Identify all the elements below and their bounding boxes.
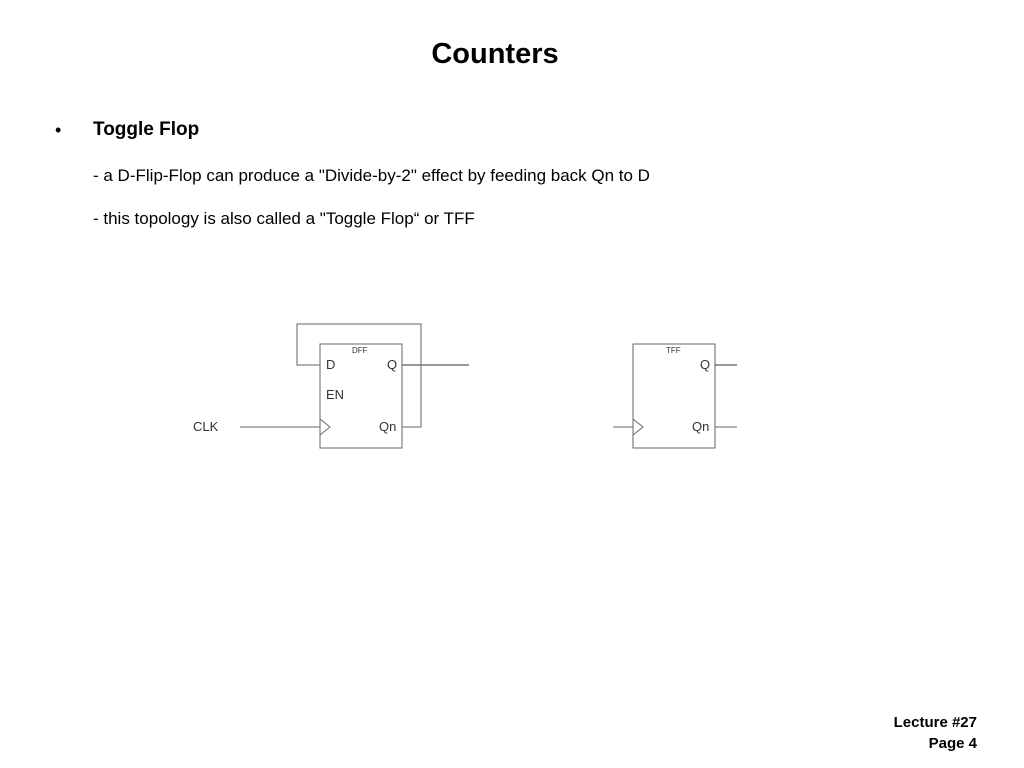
tff-clock-triangle	[632, 418, 644, 436]
dff-pin-qn-label: Qn	[379, 419, 396, 434]
tff-pin-q-label: Q	[700, 357, 710, 372]
dff-pin-en-label: EN	[326, 387, 344, 402]
tff-name-label: TFF	[666, 346, 681, 355]
dff-clock-triangle	[319, 418, 331, 436]
dff-pin-q-label: Q	[387, 357, 397, 372]
qn-feedback-wire	[296, 323, 422, 428]
page-number: Page 4	[928, 735, 977, 752]
bullet-heading: Toggle Flop	[93, 119, 200, 140]
slide-title: Counters	[431, 38, 559, 70]
dff-name-label: DFF	[352, 346, 368, 355]
clk-label: CLK	[193, 419, 219, 434]
lecture-number: Lecture #27	[893, 714, 977, 731]
slide-footer: Lecture #27 Page 4	[894, 712, 977, 754]
bullet-subline-toggle-flop: - this topology is also called a "Toggle…	[93, 209, 475, 228]
dff-symbol: DFF D Q EN Qn CLK	[193, 323, 469, 449]
dff-box	[319, 343, 403, 449]
bullet-marker: •	[55, 120, 62, 140]
tff-box	[632, 343, 716, 449]
dff-pin-d-label: D	[326, 357, 335, 372]
tff-pin-qn-label: Qn	[692, 419, 709, 434]
tff-symbol: TFF Q Qn	[613, 343, 737, 449]
bullet-subline-divide-by-2: - a D-Flip-Flop can produce a "Divide-by…	[93, 166, 650, 185]
